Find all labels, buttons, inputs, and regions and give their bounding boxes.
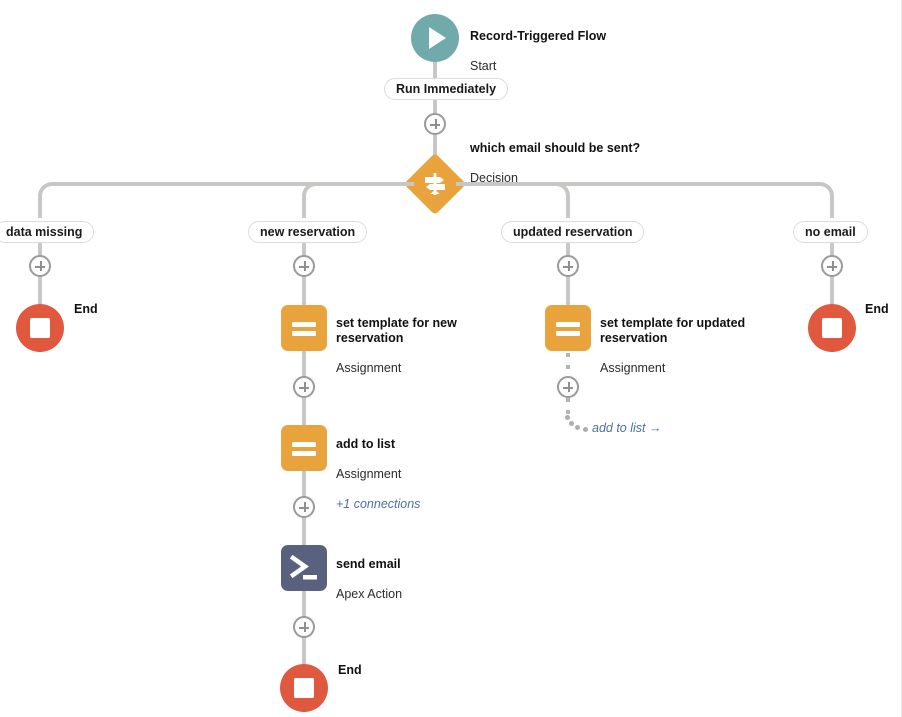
branch-corner-3 — [552, 182, 570, 218]
connector-plus-to-send-email — [302, 518, 306, 545]
stop-square-icon — [30, 318, 50, 338]
assignment-icon-bar2 — [292, 451, 316, 456]
connector-schedule-to-plus — [433, 100, 437, 114]
assignment-node-set-template-updated-label: set template for updated reservation Ass… — [600, 301, 770, 391]
connector-add-to-list-to-plus — [302, 471, 306, 497]
end-node-bottom[interactable] — [280, 664, 328, 712]
add-element-button-branch4[interactable] — [821, 255, 843, 277]
branch-corner-2 — [302, 182, 320, 218]
stop-square-icon — [822, 318, 842, 338]
connector-start-to-schedule — [433, 62, 437, 79]
connector-branch3-plus-to-assignment — [566, 277, 570, 305]
connector-plus-to-add-to-list — [302, 398, 306, 425]
branch-pill-data-missing[interactable]: data missing — [0, 221, 95, 243]
add-element-button-start[interactable] — [424, 113, 446, 135]
schedule-pill[interactable]: Run Immediately — [384, 78, 509, 100]
add-element-button-branch3[interactable] — [557, 255, 579, 277]
connector-set-template-new-to-plus — [302, 351, 306, 377]
goto-path-dot — [569, 421, 574, 426]
decision-node-label: which email should be sent? Decision — [470, 126, 710, 201]
add-element-button-branch2[interactable] — [293, 255, 315, 277]
connector-branch1-plus-to-end — [38, 277, 42, 305]
connector-branch1-to-plus — [38, 243, 42, 256]
add-element-button-branch3-goto[interactable] — [557, 376, 579, 398]
connector-send-email-to-plus — [302, 591, 306, 617]
add-element-button-branch1[interactable] — [29, 255, 51, 277]
connector-goto-dotted-lower — [566, 398, 570, 416]
start-node-subtitle: Start — [470, 59, 497, 73]
end-node-left[interactable] — [16, 304, 64, 352]
node-connections-link[interactable]: +1 connections — [336, 497, 421, 511]
apex-node-send-email-label: send email Apex Action — [336, 542, 496, 617]
branch-bus-left — [54, 182, 414, 186]
connector-branch2-to-plus — [302, 243, 306, 256]
branch-corner-1 — [38, 182, 56, 218]
assignment-node-add-to-list[interactable] — [281, 425, 327, 471]
branch-pill-updated-reservation[interactable]: updated reservation — [501, 221, 645, 243]
goto-link-add-to-list[interactable]: add to list → — [592, 421, 662, 435]
assignment-icon — [556, 322, 580, 327]
add-element-button-after-send-email[interactable] — [293, 616, 315, 638]
connector-branch3-to-plus — [566, 243, 570, 256]
connector-plus-to-decision — [433, 135, 437, 162]
start-node-title: Record-Triggered Flow — [470, 29, 607, 43]
assignment-node-set-template-new[interactable] — [281, 305, 327, 351]
node-title: set template for updated reservation — [600, 316, 746, 345]
end-node-right-label: End — [865, 302, 889, 316]
assignment-icon — [292, 442, 316, 447]
branch-bus-right — [456, 182, 816, 186]
goto-path-dot — [583, 427, 588, 432]
start-node[interactable] — [411, 14, 459, 62]
goto-path-dot — [575, 425, 580, 430]
apex-node-send-email[interactable] — [281, 545, 327, 591]
node-subtitle: Assignment — [336, 467, 402, 481]
end-node-left-label: End — [74, 302, 98, 316]
node-subtitle: Assignment — [336, 361, 402, 375]
branch-pill-new-reservation[interactable]: new reservation — [248, 221, 368, 243]
add-element-button-after-add-to-list[interactable] — [293, 496, 315, 518]
node-subtitle: Assignment — [600, 361, 666, 375]
decision-node-title: which email should be sent? — [470, 141, 641, 155]
connector-branch2-plus-to-assignment — [302, 277, 306, 305]
decision-node[interactable] — [403, 152, 467, 216]
assignment-node-set-template-new-label: set template for new reservation Assignm… — [336, 301, 486, 391]
node-title: set template for new reservation — [336, 316, 457, 345]
branch-pill-no-email[interactable]: no email — [793, 221, 868, 243]
add-element-button-after-set-template-new[interactable] — [293, 376, 315, 398]
decision-node-subtitle: Decision — [470, 171, 518, 185]
end-node-bottom-label: End — [338, 663, 362, 677]
assignment-node-set-template-updated[interactable] — [545, 305, 591, 351]
assignment-icon-bar2 — [556, 331, 580, 336]
goto-path-dot — [565, 415, 570, 420]
connector-branch4-plus-to-end — [830, 277, 834, 305]
node-subtitle: Apex Action — [336, 587, 403, 601]
connector-plus-to-end-bottom — [302, 638, 306, 665]
assignment-icon — [292, 322, 316, 327]
connector-branch4-to-plus — [830, 243, 834, 256]
connector-goto-dotted-upper — [566, 353, 570, 377]
node-title: send email — [336, 557, 401, 571]
start-node-label: Record-Triggered Flow Start — [470, 14, 690, 89]
play-icon — [429, 27, 446, 49]
end-node-right[interactable] — [808, 304, 856, 352]
apex-terminal-icon — [289, 554, 317, 580]
assignment-node-add-to-list-label: add to list Assignment +1 connections — [336, 422, 496, 527]
stop-square-icon — [294, 678, 314, 698]
branch-corner-4 — [816, 182, 834, 218]
node-title: add to list — [336, 437, 396, 451]
assignment-icon-bar2 — [292, 331, 316, 336]
